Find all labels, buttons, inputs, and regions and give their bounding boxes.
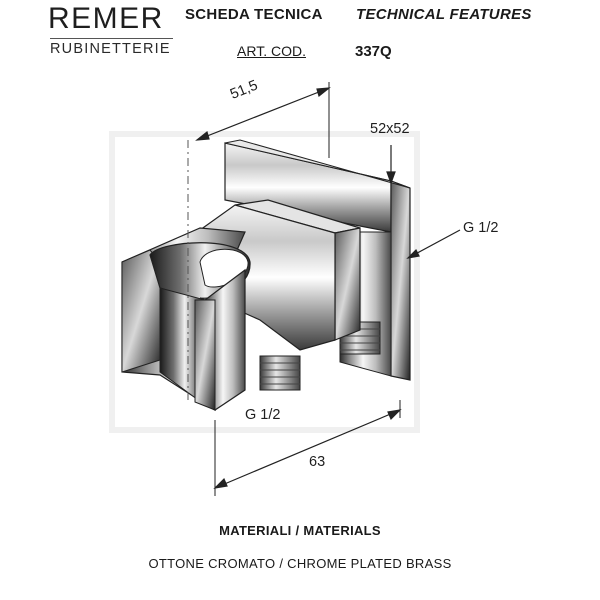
width-dimension-line [213, 400, 402, 496]
article-code-label: ART. COD. [237, 43, 306, 59]
shower-holder-cup [121, 227, 251, 412]
article-code-value: 337Q [355, 43, 392, 60]
background-frame [109, 131, 420, 433]
brand-divider [50, 38, 173, 39]
bottom-threaded-outlet [259, 355, 301, 391]
depth-dimension-line [195, 82, 331, 158]
right-thread-label: G 1/2 [463, 220, 499, 236]
materials-value: OTTONE CROMATO / CHROME PLATED BRASS [148, 556, 452, 571]
bottom-thread-label: G 1/2 [245, 407, 281, 423]
sheet-title-italian: SCHEDA TECNICA [185, 6, 323, 23]
sheet-title-english: TECHNICAL FEATURES [356, 6, 532, 23]
brand-logo-subtitle: RUBINETTERIE [50, 41, 171, 57]
right-thread-leader [406, 229, 461, 259]
materials-heading: MATERIALI / MATERIALS [219, 523, 381, 538]
plate-dimension-leader [386, 145, 396, 185]
brand-logo-name: REMER [48, 2, 164, 35]
plate-size-label: 52x52 [370, 121, 410, 137]
width-dimension-label: 63 [309, 454, 326, 470]
